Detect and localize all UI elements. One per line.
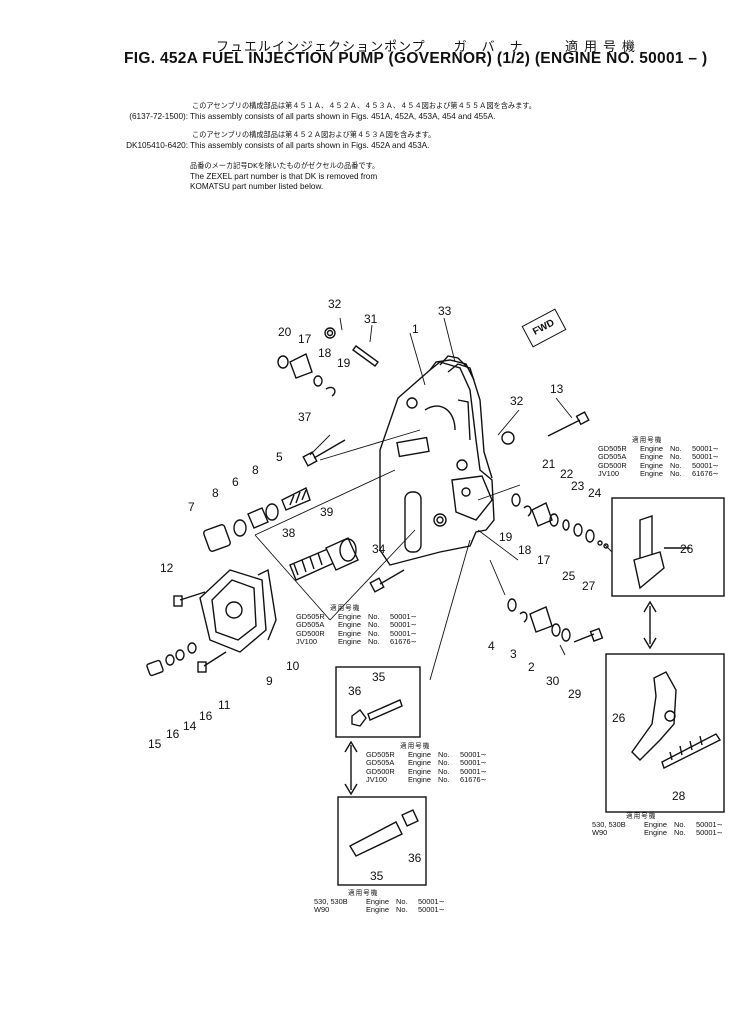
assembly-note-1-text: This assembly consists of all parts show… — [190, 112, 496, 121]
callout-10: 10 — [286, 659, 300, 673]
callout-17a: 17 — [298, 332, 312, 346]
callout-17b: 17 — [537, 553, 551, 567]
callout-4: 4 — [488, 639, 495, 653]
callout-32b: 32 — [510, 394, 524, 408]
callout-29: 29 — [568, 687, 582, 701]
callout-33: 33 — [438, 304, 452, 318]
assembly-note-2-part-no: DK105410-6420: — [126, 141, 188, 150]
japanese-applicability-label: 適用号機 — [565, 40, 642, 55]
callout-7: 7 — [188, 500, 195, 514]
callout-23: 23 — [571, 479, 585, 493]
callout-32a: 32 — [328, 297, 342, 311]
callout-12: 12 — [160, 561, 174, 575]
callout-27: 27 — [582, 579, 596, 593]
callout-35b: 35 — [370, 869, 384, 883]
callout-30: 30 — [546, 674, 560, 688]
parts-left-upper — [203, 487, 311, 552]
callout-15: 15 — [148, 737, 162, 751]
assembly-note-2-text: This assembly consists of all parts show… — [190, 141, 430, 150]
box-35-36-top — [335, 666, 421, 738]
callout-16a: 16 — [166, 727, 180, 741]
callout-16b: 16 — [199, 709, 213, 723]
double-arrow-right — [643, 600, 657, 650]
lever-box-top — [611, 497, 725, 597]
bolt-13 — [547, 419, 581, 437]
double-arrow-center — [344, 740, 358, 796]
box-35-36-bottom — [337, 796, 427, 886]
callout-18a: 18 — [318, 346, 332, 360]
lever-box-bottom — [605, 653, 725, 813]
parts-38-39 — [289, 537, 359, 581]
assembly-note-1-jp: このアセンブリの構成部品は第４５１Ａ、４５２Ａ、４５３Ａ、４５４図および第４５５… — [192, 101, 536, 110]
callout-25: 25 — [562, 569, 576, 583]
japanese-title: フュエルインジェクションポンプ ガ バ ナ — [216, 40, 524, 55]
callout-36b: 36 — [408, 851, 422, 865]
callout-21: 21 — [542, 457, 556, 471]
zexel-note-line2: KOMATSU part number listed below. — [190, 182, 324, 191]
zexel-note-line1: The ZEXEL part number is that DK is remo… — [190, 172, 378, 181]
assembly-note-1-part-no: (6137-72-1500): — [129, 112, 188, 121]
callout-8b: 8 — [252, 463, 259, 477]
bolt-34 — [379, 569, 405, 585]
callout-8a: 8 — [212, 486, 219, 500]
callout-39: 39 — [320, 505, 334, 519]
callout-19b: 19 — [499, 530, 513, 544]
callout-9: 9 — [266, 674, 273, 688]
callout-22: 22 — [560, 467, 574, 481]
callout-28: 28 — [672, 789, 686, 803]
callouts: 1 2 3 4 5 6 7 8 8 9 10 11 12 13 14 15 16… — [148, 297, 694, 883]
callout-31: 31 — [364, 312, 378, 326]
callout-26b: 26 — [612, 711, 626, 725]
callout-3: 3 — [510, 647, 517, 661]
governor-housing — [379, 355, 495, 566]
callout-24: 24 — [588, 486, 602, 500]
callout-11: 11 — [218, 698, 231, 712]
gasket-33 — [447, 363, 493, 479]
parts-top-left — [277, 327, 379, 397]
callout-19a: 19 — [337, 356, 351, 370]
callout-14: 14 — [183, 719, 197, 733]
callout-36a: 36 — [348, 684, 362, 698]
callout-13: 13 — [550, 382, 564, 396]
small-parts-left — [146, 591, 227, 677]
callout-34: 34 — [372, 542, 386, 556]
callout-35a: 35 — [372, 670, 386, 684]
callout-37: 37 — [298, 410, 312, 424]
callout-5: 5 — [276, 450, 283, 464]
callout-38: 38 — [282, 526, 296, 540]
callout-18b: 18 — [518, 543, 532, 557]
zexel-note-jp: 品番のメーカ記号DKを除いたものがゼクセルの品番です。 — [190, 161, 380, 170]
parts-right-lower — [507, 598, 604, 643]
plug-32-right — [501, 431, 515, 445]
bolt-37 — [313, 439, 346, 459]
cover-9 — [199, 568, 277, 653]
figure-title: FIG. 452A FUEL INJECTION PUMP (GOVERNOR)… — [124, 50, 708, 67]
callout-26a: 26 — [680, 542, 694, 556]
assembly-note-2-jp: このアセンブリの構成部品は第４５２Ａ図および第４５３Ａ図を含みます。 — [192, 130, 436, 139]
callout-2: 2 — [528, 660, 535, 674]
callout-6: 6 — [232, 475, 239, 489]
callout-20: 20 — [278, 325, 292, 339]
parts-right-mid — [511, 493, 609, 549]
callout-1: 1 — [412, 322, 419, 336]
